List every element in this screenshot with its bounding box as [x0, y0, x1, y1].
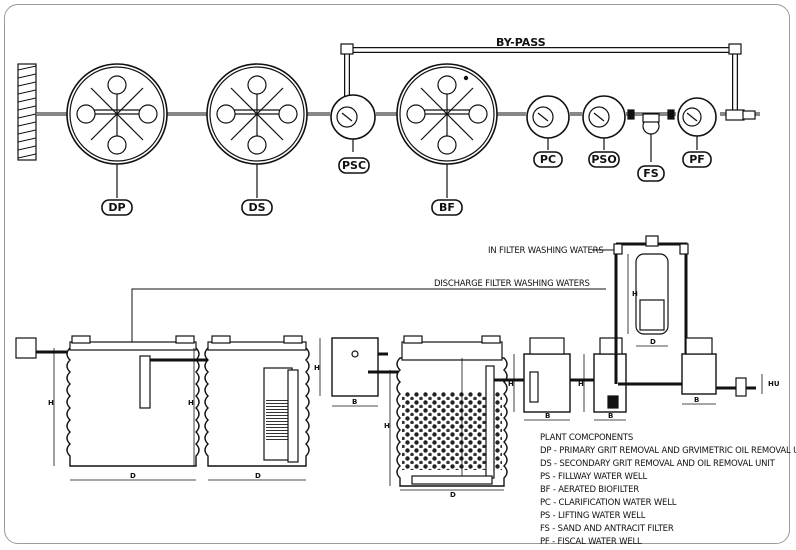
- dim-b-lift: B: [608, 412, 613, 420]
- dim-b-pc: B: [545, 412, 550, 420]
- dim-h-fs: H: [632, 290, 638, 298]
- fs-filter-section: [613, 235, 689, 386]
- legend-item: PF - FISCAL WATER WELL: [540, 537, 642, 547]
- fs-label-badge: [637, 165, 665, 182]
- bf-tank-plan: [396, 63, 498, 198]
- dim-b-ps: B: [352, 398, 357, 406]
- dim-h-dp: H: [48, 399, 54, 407]
- dim-d-bf: D: [450, 491, 456, 499]
- pf-label-badge: [682, 151, 712, 168]
- legend-item: DP - PRIMARY GRIT REMOVAL AND GRVIMETRIC…: [540, 446, 796, 456]
- legend-item: PC - CLARIFICATION WATER WELL: [540, 498, 677, 508]
- bf-tank-section: [389, 335, 524, 491]
- pf-well-section: [681, 337, 763, 405]
- drawing-frame: [4, 4, 790, 544]
- fs-filter-plan: [627, 109, 675, 162]
- psc-label-badge: [338, 157, 370, 174]
- legend-item: PS - FILLWAY WATER WELL: [540, 472, 647, 482]
- legend-item: FS - SAND AND ANTRACIT FILTER: [540, 524, 674, 534]
- legend: PLANT COMCPONENTS DP - PRIMARY GRIT REMO…: [540, 433, 796, 547]
- ds-tank-plan: [206, 63, 308, 198]
- pf-label: PF: [689, 153, 705, 166]
- pso-label: PSO: [591, 153, 616, 166]
- dim-h-ps: H: [314, 364, 320, 372]
- bypass-label: BY-PASS: [496, 36, 546, 49]
- ds-label: DS: [248, 201, 265, 214]
- dp-label-badge: [101, 199, 133, 216]
- pc-well-section: [513, 337, 594, 421]
- legend-item: PS - LIFTING WATER WELL: [540, 511, 646, 521]
- bf-label: BF: [439, 201, 455, 214]
- discharge-washing-label: DISCHARGE FILTER WASHING WATERS: [434, 279, 590, 289]
- legend-item: BF - AERATED BIOFILTER: [540, 485, 639, 495]
- pc-label: PC: [540, 153, 556, 166]
- dp-tank-section: [15, 335, 210, 481]
- psc-label: PSC: [342, 159, 366, 172]
- dim-h-ds: H: [188, 399, 194, 407]
- legend-title: PLANT COMCPONENTS: [540, 433, 633, 443]
- ds-label-badge: [241, 199, 273, 216]
- bypass-pipe: [340, 43, 745, 121]
- ps-well-section: [319, 337, 400, 407]
- ds-tank-section: [193, 335, 310, 481]
- dim-b-pf: B: [694, 396, 699, 404]
- pso-label-badge: [588, 151, 620, 168]
- psc-well-plan: [330, 94, 376, 152]
- legend-item: DS - SECONDARY GRIT REMOVAL AND OIL REMO…: [540, 459, 776, 469]
- pso-well-plan: [582, 95, 626, 150]
- dim-d-ds: D: [255, 472, 261, 480]
- dim-h-lift: H: [578, 380, 584, 388]
- pc-label-badge: [533, 151, 563, 168]
- pf-well-plan: [677, 97, 717, 150]
- dp-label: DP: [108, 201, 125, 214]
- dim-h-pc: H: [508, 380, 514, 388]
- fs-label: FS: [643, 167, 659, 180]
- dp-tank-plan: [66, 63, 168, 198]
- pc-well-plan: [526, 95, 570, 150]
- dim-d-fs: D: [650, 338, 656, 346]
- in-filter-washing-label: IN FILTER WASHING WATERS: [488, 246, 604, 256]
- bf-label-badge: [431, 199, 463, 216]
- dim-hu-pf: HU: [768, 380, 780, 388]
- dim-d-dp: D: [130, 472, 136, 480]
- inlet-screen: [17, 63, 37, 161]
- dim-h-bf: H: [384, 422, 390, 430]
